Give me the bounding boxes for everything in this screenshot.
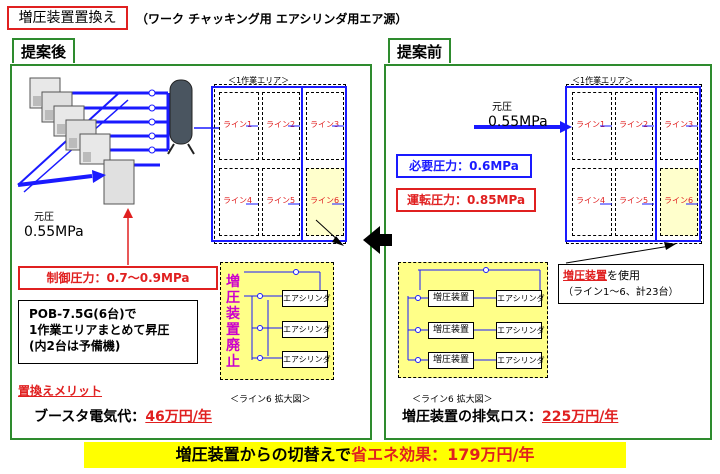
usage-line2: （ライン1～6、計23台）: [563, 287, 679, 298]
before-source-value: 0.55MPa: [488, 114, 548, 130]
after-cylinder-3: エアシリンダ: [282, 351, 331, 368]
before-line-1: ライン1: [572, 92, 612, 160]
before-line-5: ライン5: [615, 168, 653, 236]
tab-before: 提案前: [388, 38, 452, 63]
before-cylinder-1: エアシリンダ: [496, 290, 545, 307]
pob-note-line2: 1作業エリアまとめて昇圧: [29, 323, 170, 337]
after-line-4: ライン4: [219, 168, 259, 236]
after-source-value: 0.55MPa: [24, 224, 84, 240]
exhaust-loss-label: 増圧装置の排気ロス：: [402, 409, 542, 425]
before-required-pressure: 必要圧力：0.6MPa: [396, 154, 532, 178]
before-cylinder-2: エアシリンダ: [496, 322, 545, 339]
before-line-4: ライン4: [572, 168, 612, 236]
after-control-pressure: 制御圧力：0.7～0.9MPa: [18, 266, 218, 290]
pob-note-line1: POB-7.5G(6台)で: [29, 307, 137, 321]
after-booster-cost: ブースタ電気代：46万円/年: [34, 406, 212, 426]
before-cylinder-3: エアシリンダ: [496, 352, 545, 369]
after-area-label: ＜1作業エリア＞: [228, 76, 290, 85]
pob-note-line3: (内2台は予備機): [29, 339, 121, 353]
footer-value: ：179万円/年: [431, 445, 535, 464]
before-source-label: 元圧: [492, 102, 512, 113]
after-line-5: ライン5: [262, 168, 300, 236]
before-area-label: ＜1作業エリア＞: [572, 76, 634, 85]
before-operating-pressure: 運転圧力：0.85MPa: [396, 188, 536, 212]
after-cylinder-2: エアシリンダ: [282, 321, 331, 338]
before-exhaust-loss: 増圧装置の排気ロス：225万円/年: [402, 406, 618, 426]
footer-prefix: 増圧装置からの切替えで: [175, 445, 352, 464]
after-merit-label: 置換えメリット: [18, 384, 103, 398]
before-line-6: ライン6: [660, 168, 698, 236]
after-cylinder-1: エアシリンダ: [282, 290, 331, 307]
page-title: 増圧装置置換え: [18, 10, 117, 26]
after-line-6: ライン6: [306, 168, 344, 236]
before-booster-1: 増圧装置: [428, 290, 474, 307]
booster-cost-label: ブースタ電気代：: [34, 409, 146, 425]
usage-line1: 増圧装置を使用: [563, 269, 640, 282]
footer-highlight: 省エネ効果: [351, 445, 432, 464]
before-booster-3: 増圧装置: [428, 352, 474, 369]
before-usage-note: 増圧装置を使用 （ライン1～6、計23台）: [558, 264, 704, 304]
before-line-2: ライン2: [615, 92, 653, 160]
tab-after: 提案後: [12, 38, 76, 63]
before-booster-2: 増圧装置: [428, 322, 474, 339]
after-source-label: 元圧: [34, 212, 54, 223]
exhaust-loss-value: 225万円/年: [542, 409, 619, 425]
after-zoom-label: ＜ライン6 拡大図＞: [230, 395, 311, 405]
page-title-box: 増圧装置置換え: [7, 6, 128, 30]
after-pob-note: POB-7.5G(6台)で 1作業エリアまとめて昇圧 (内2台は予備機): [18, 300, 198, 364]
before-zoom-label: ＜ライン6 拡大図＞: [412, 395, 493, 405]
after-abolish-label: 増圧装置廃止: [226, 274, 240, 370]
page-subtitle: （ワーク チャッキング用 エアシリンダ用エア源）: [136, 12, 408, 26]
footer-banner: 増圧装置からの切替えで省エネ効果：179万円/年: [84, 442, 626, 468]
booster-cost-value: 46万円/年: [145, 409, 212, 425]
